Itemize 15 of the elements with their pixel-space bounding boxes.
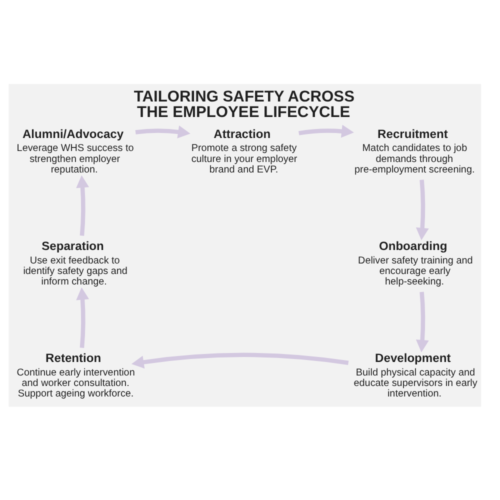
arrow bbox=[135, 124, 190, 138]
arrow bbox=[298, 124, 354, 138]
arrow bbox=[416, 179, 429, 240]
arrow bbox=[76, 286, 90, 348]
diagram-title: TAILORING SAFETY ACROSS THE EMPLOYEE LIFECYCLE bbox=[134, 88, 355, 121]
node-text: Retention Continue early intervention and worker consultation. Support ageing workforce. bbox=[16, 350, 135, 400]
arrow bbox=[416, 291, 429, 352]
node-text: Separation Use exit feedback to identify safety gaps and inform change. bbox=[23, 238, 128, 288]
arrow bbox=[76, 174, 90, 236]
node-text: Alumni/Advocacy Leverage WHS success to strengthen employer reputation. bbox=[16, 126, 134, 175]
arrow bbox=[131, 352, 349, 368]
node-text: Attraction Promote a strong safety culture in your employer brand and EVP. bbox=[191, 126, 298, 175]
node-text: Development Build physical capacity and educate supervisors in early intervention. bbox=[354, 350, 478, 400]
node-text: Onboarding Deliver safety training and encourage early help-seeking. bbox=[358, 238, 473, 288]
node-text: Recruitment Match candidates to job demands through pre-employment screening. bbox=[354, 126, 475, 175]
